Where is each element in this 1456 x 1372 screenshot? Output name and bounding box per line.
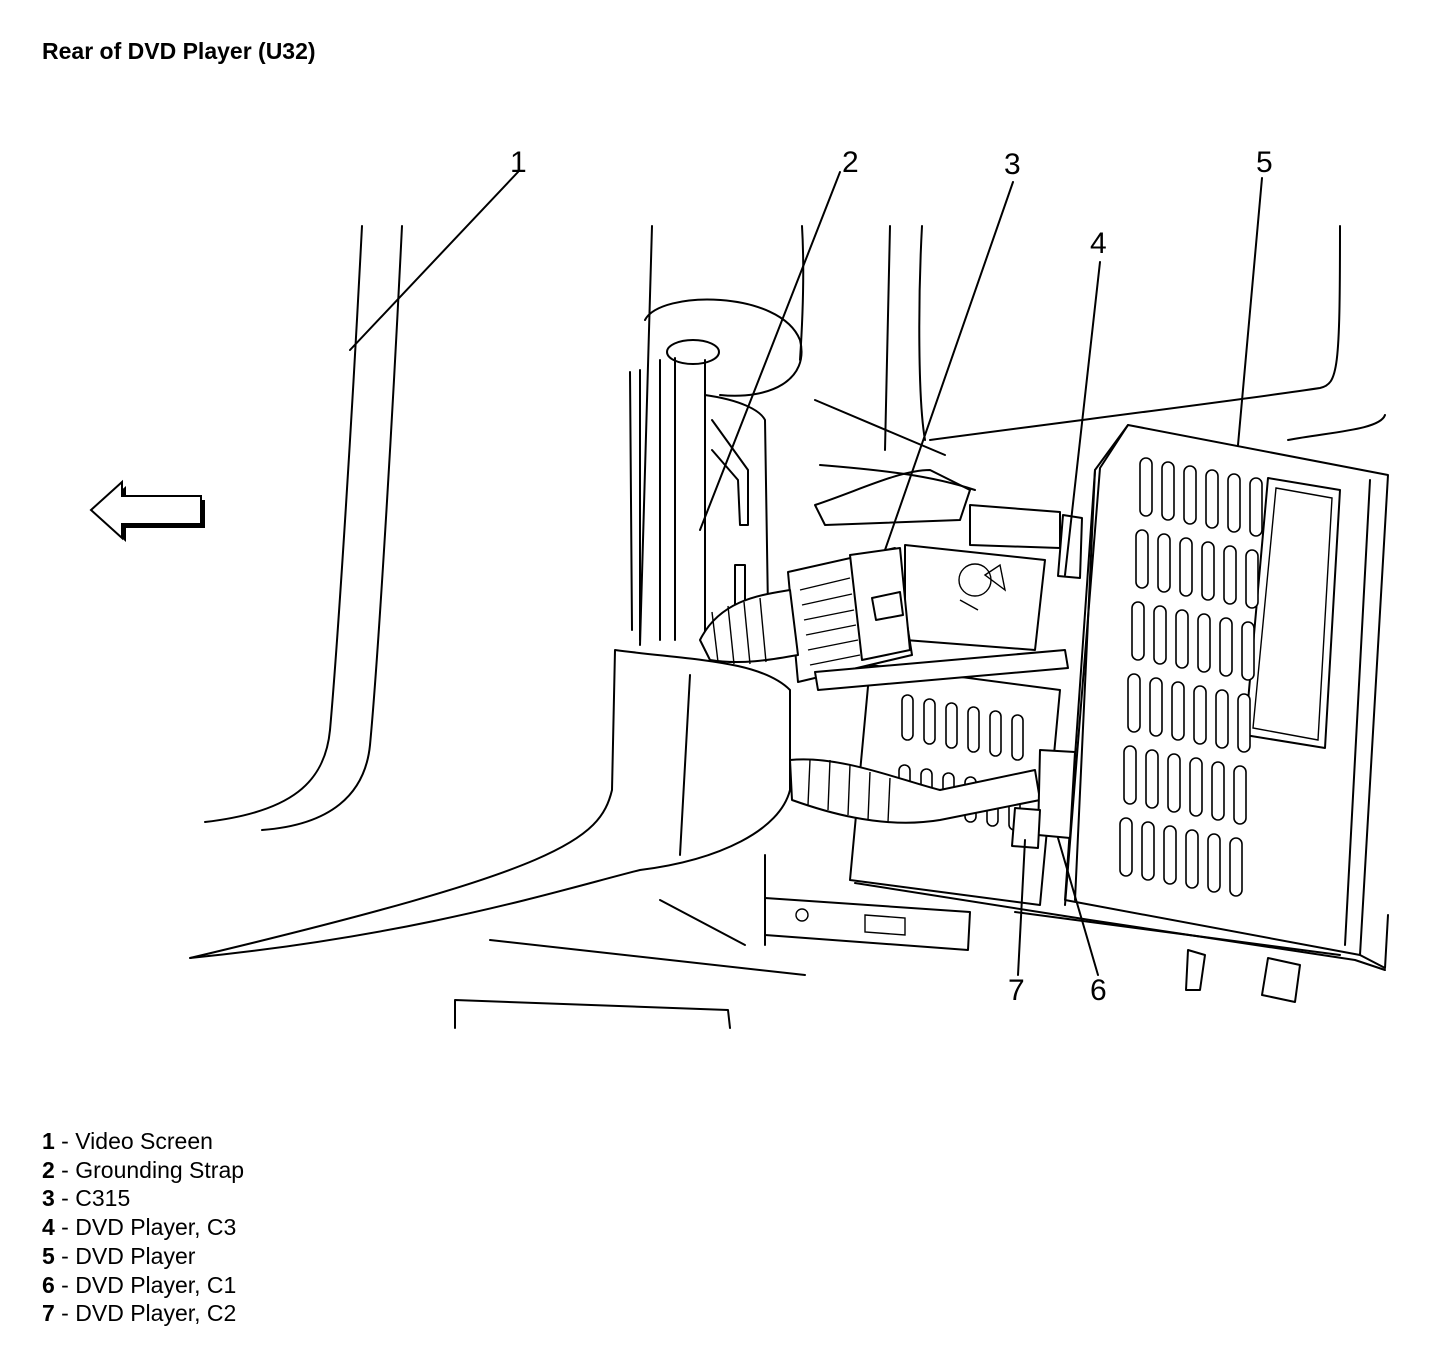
vent-slot [1161, 461, 1175, 521]
vent-slot [1139, 457, 1153, 517]
vent-slot [1201, 541, 1215, 601]
video-screen-drawing [204, 225, 805, 831]
legend-item: 6 - DVD Player, C1 [42, 1271, 237, 1298]
vent-slot [1153, 605, 1167, 665]
legend-list: 1 - Video Screen 2 - Grounding Strap 3 -… [42, 1127, 244, 1328]
vent-slot [967, 706, 980, 753]
vent-slot [1245, 549, 1259, 609]
callout-6: 6 [1090, 974, 1107, 1007]
vent-slot [1249, 477, 1263, 537]
vent-slot [945, 702, 958, 749]
vent-slot [1011, 714, 1024, 761]
vent-slot [1123, 745, 1137, 805]
diagram-title: Rear of DVD Player (U32) [42, 38, 316, 64]
legend-item: 3 - C315 [42, 1185, 131, 1212]
vent-slot [1135, 529, 1149, 589]
vent-slot [1223, 545, 1237, 605]
vent-slot [1127, 673, 1141, 733]
vent-slot [1171, 681, 1185, 741]
vent-slot [1233, 765, 1247, 825]
arrow-left-icon [89, 479, 205, 542]
vent-slot [1219, 617, 1233, 677]
legend-item: 4 - DVD Player, C3 [42, 1214, 237, 1241]
vent-slot [1197, 613, 1211, 673]
vent-slot [1185, 829, 1199, 889]
legend-item: 7 - DVD Player, C2 [42, 1300, 237, 1327]
vent-slot [1141, 821, 1155, 881]
vent-slot [1193, 685, 1207, 745]
connector-area-drawing [699, 464, 1083, 951]
callout-3: 3 [1004, 148, 1021, 181]
vent-slot [1211, 761, 1225, 821]
callout-5: 5 [1256, 146, 1273, 179]
vent-slot [1215, 689, 1229, 749]
vent-slot [1227, 473, 1241, 533]
vent-slot [1183, 465, 1197, 525]
callout-1: 1 [510, 146, 527, 179]
vent-slot [1167, 753, 1181, 813]
vent-slot [1131, 601, 1145, 661]
vent-slot [923, 698, 936, 745]
vent-slot [1237, 693, 1251, 753]
legend-item: 5 - DVD Player [42, 1242, 196, 1269]
legend-item: 2 - Grounding Strap [42, 1156, 245, 1183]
background-lines [814, 225, 1386, 456]
vent-slot [1163, 825, 1177, 885]
vent-slot [1149, 677, 1163, 737]
vent-slot [1229, 837, 1243, 897]
vent-slot [1179, 537, 1193, 597]
callout-7: 7 [1008, 974, 1025, 1007]
vent-slot [1119, 817, 1133, 877]
legend-item: 1 - Video Screen [42, 1128, 213, 1154]
vent-slot [1157, 533, 1171, 593]
callout-4: 4 [1090, 227, 1107, 260]
vent-slot [989, 710, 1002, 757]
vent-slot [1241, 621, 1255, 681]
callout-2: 2 [842, 146, 859, 179]
vent-slot [1175, 609, 1189, 669]
vent-slot [1189, 757, 1203, 817]
dvd-player-vent-slots [1119, 457, 1263, 897]
vent-slot [1207, 833, 1221, 893]
vent-slot [1205, 469, 1219, 529]
screen-base-drawing [189, 649, 806, 1029]
callout-leaders [349, 171, 1263, 976]
vent-slot [1145, 749, 1159, 809]
vent-slot [901, 694, 914, 741]
